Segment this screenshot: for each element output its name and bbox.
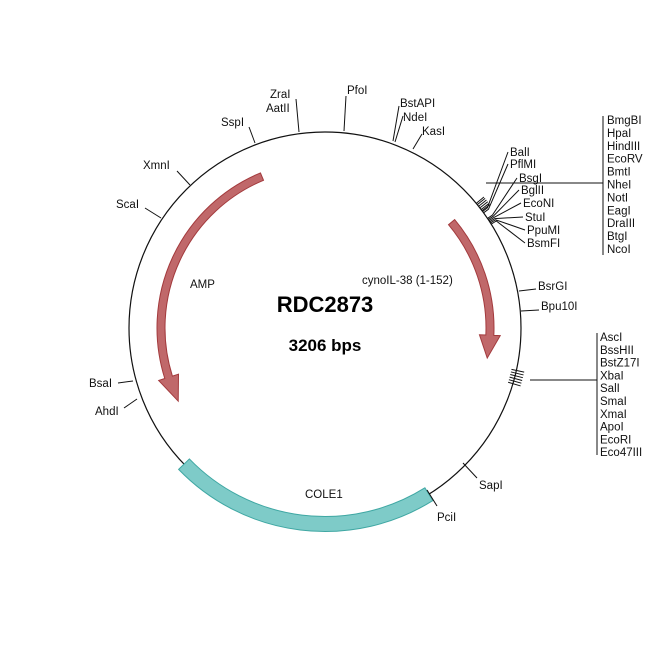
- cut-tick: [508, 379, 522, 384]
- site-nhei[interactable]: NheI: [607, 180, 631, 192]
- site-econi[interactable]: EcoNI: [488, 198, 554, 222]
- site-btgi[interactable]: BtgI: [607, 231, 627, 243]
- site-ahdi[interactable]: AhdI: [95, 398, 138, 418]
- site-bali[interactable]: BalI: [482, 147, 530, 212]
- site-smai[interactable]: SmaI: [600, 396, 627, 408]
- cut-tick: [509, 376, 523, 381]
- site-label: KasI: [422, 126, 445, 138]
- cole1-label: COLE1: [305, 489, 343, 501]
- site-label: BalI: [510, 147, 530, 159]
- plasmid-size: 3206 bps: [289, 336, 362, 355]
- insert-feature-arc[interactable]: [447, 218, 502, 360]
- site-bsshii[interactable]: BssHII: [600, 345, 634, 357]
- site-xbai[interactable]: XbaI: [600, 370, 624, 382]
- site-bsrgi[interactable]: BsrGI: [518, 281, 567, 293]
- cut-tick: [480, 203, 490, 210]
- site-kasi[interactable]: KasI: [412, 126, 445, 150]
- amp-feature-arc[interactable]: [156, 172, 265, 403]
- plasmid-name: RDC2873: [277, 292, 374, 317]
- site-label: NdeI: [403, 112, 427, 124]
- cut-tick: [511, 368, 525, 373]
- site-bmgbi[interactable]: BmgBI: [607, 115, 642, 127]
- site-label: PfoI: [347, 85, 367, 97]
- site-label: BstAPI: [400, 98, 435, 110]
- site-ppumi[interactable]: PpuMI: [490, 219, 560, 237]
- site-bsgi[interactable]: BsgI: [487, 173, 542, 219]
- cole1-feature-arc[interactable]: [177, 458, 434, 532]
- site-zrai-aatii[interactable]: ZraI AatII: [266, 89, 300, 133]
- site-label: XmnI: [143, 160, 170, 172]
- site-ecorv[interactable]: EcoRV: [607, 154, 643, 166]
- site-xmni[interactable]: XmnI: [143, 160, 191, 186]
- cut-tick: [510, 374, 523, 379]
- site-eagi[interactable]: EagI: [607, 205, 631, 217]
- site-label: PflMI: [510, 159, 536, 171]
- site-sapi[interactable]: SapI: [462, 462, 503, 492]
- site-bpu10i[interactable]: Bpu10I: [520, 301, 577, 313]
- site-label: AhdI: [95, 406, 119, 418]
- site-sspi[interactable]: SspI: [221, 117, 256, 144]
- site-eco47iii[interactable]: Eco47III: [600, 447, 642, 459]
- cut-tick: [481, 204, 491, 211]
- site-label: SspI: [221, 117, 244, 129]
- site-xmai[interactable]: XmaI: [600, 409, 627, 421]
- site-ncoi[interactable]: NcoI: [607, 244, 631, 256]
- site-label: AatII: [266, 103, 290, 115]
- site-label: EcoNI: [523, 198, 554, 210]
- cut-tick: [510, 371, 524, 376]
- site-label: BsaI: [89, 378, 112, 390]
- site-label: BsmFI: [527, 238, 560, 250]
- site-label: Bpu10I: [541, 301, 577, 313]
- site-hindiii[interactable]: HindIII: [607, 141, 640, 153]
- site-cluster-c: AscIBssHIIBstZ17IXbaISalISmaIXmaIApoIEco…: [507, 332, 642, 459]
- site-label: BsrGI: [538, 281, 567, 293]
- site-bsmfi[interactable]: BsmFI: [490, 220, 560, 250]
- site-pcii[interactable]: PciI: [426, 489, 456, 524]
- cut-tick: [507, 381, 521, 387]
- site-cluster-b: BmgBIHpaIHindIIIEcoRVBmtINheINotIEagIDra…: [475, 115, 643, 256]
- site-bsai[interactable]: BsaI: [89, 378, 134, 390]
- site-label: SapI: [479, 480, 503, 492]
- cut-tick: [479, 201, 489, 209]
- cut-tick: [475, 196, 485, 204]
- site-sali[interactable]: SalI: [600, 383, 620, 395]
- site-asci[interactable]: AscI: [600, 332, 622, 344]
- site-hpai[interactable]: HpaI: [607, 128, 631, 140]
- site-scai[interactable]: ScaI: [116, 199, 162, 219]
- site-bglii[interactable]: BglII: [487, 185, 544, 220]
- site-label: ScaI: [116, 199, 139, 211]
- cut-tick: [477, 197, 486, 206]
- cut-tick: [478, 199, 487, 207]
- site-label: BglII: [521, 185, 544, 197]
- site-bmti[interactable]: BmtI: [607, 167, 631, 179]
- site-pfoi[interactable]: PfoI: [343, 85, 367, 132]
- site-noti[interactable]: NotI: [607, 192, 628, 204]
- site-bstapi-ndei[interactable]: BstAPI NdeI: [392, 98, 435, 143]
- site-stui[interactable]: StuI: [489, 212, 546, 224]
- amp-label: AMP: [190, 279, 215, 291]
- site-label: StuI: [525, 212, 545, 224]
- site-label: PciI: [437, 512, 456, 524]
- site-apoi[interactable]: ApoI: [600, 422, 624, 434]
- site-pflmi[interactable]: PflMI: [483, 159, 537, 214]
- site-label: ZraI: [270, 89, 290, 101]
- site-ecori[interactable]: EcoRI: [600, 434, 631, 446]
- site-bstz17i[interactable]: BstZ17I: [600, 358, 640, 370]
- site-label: PpuMI: [527, 225, 560, 237]
- insert-label: cynoIL-38 (1-152): [362, 275, 453, 287]
- site-label: BsgI: [519, 173, 542, 185]
- site-draiii[interactable]: DraIII: [607, 218, 635, 230]
